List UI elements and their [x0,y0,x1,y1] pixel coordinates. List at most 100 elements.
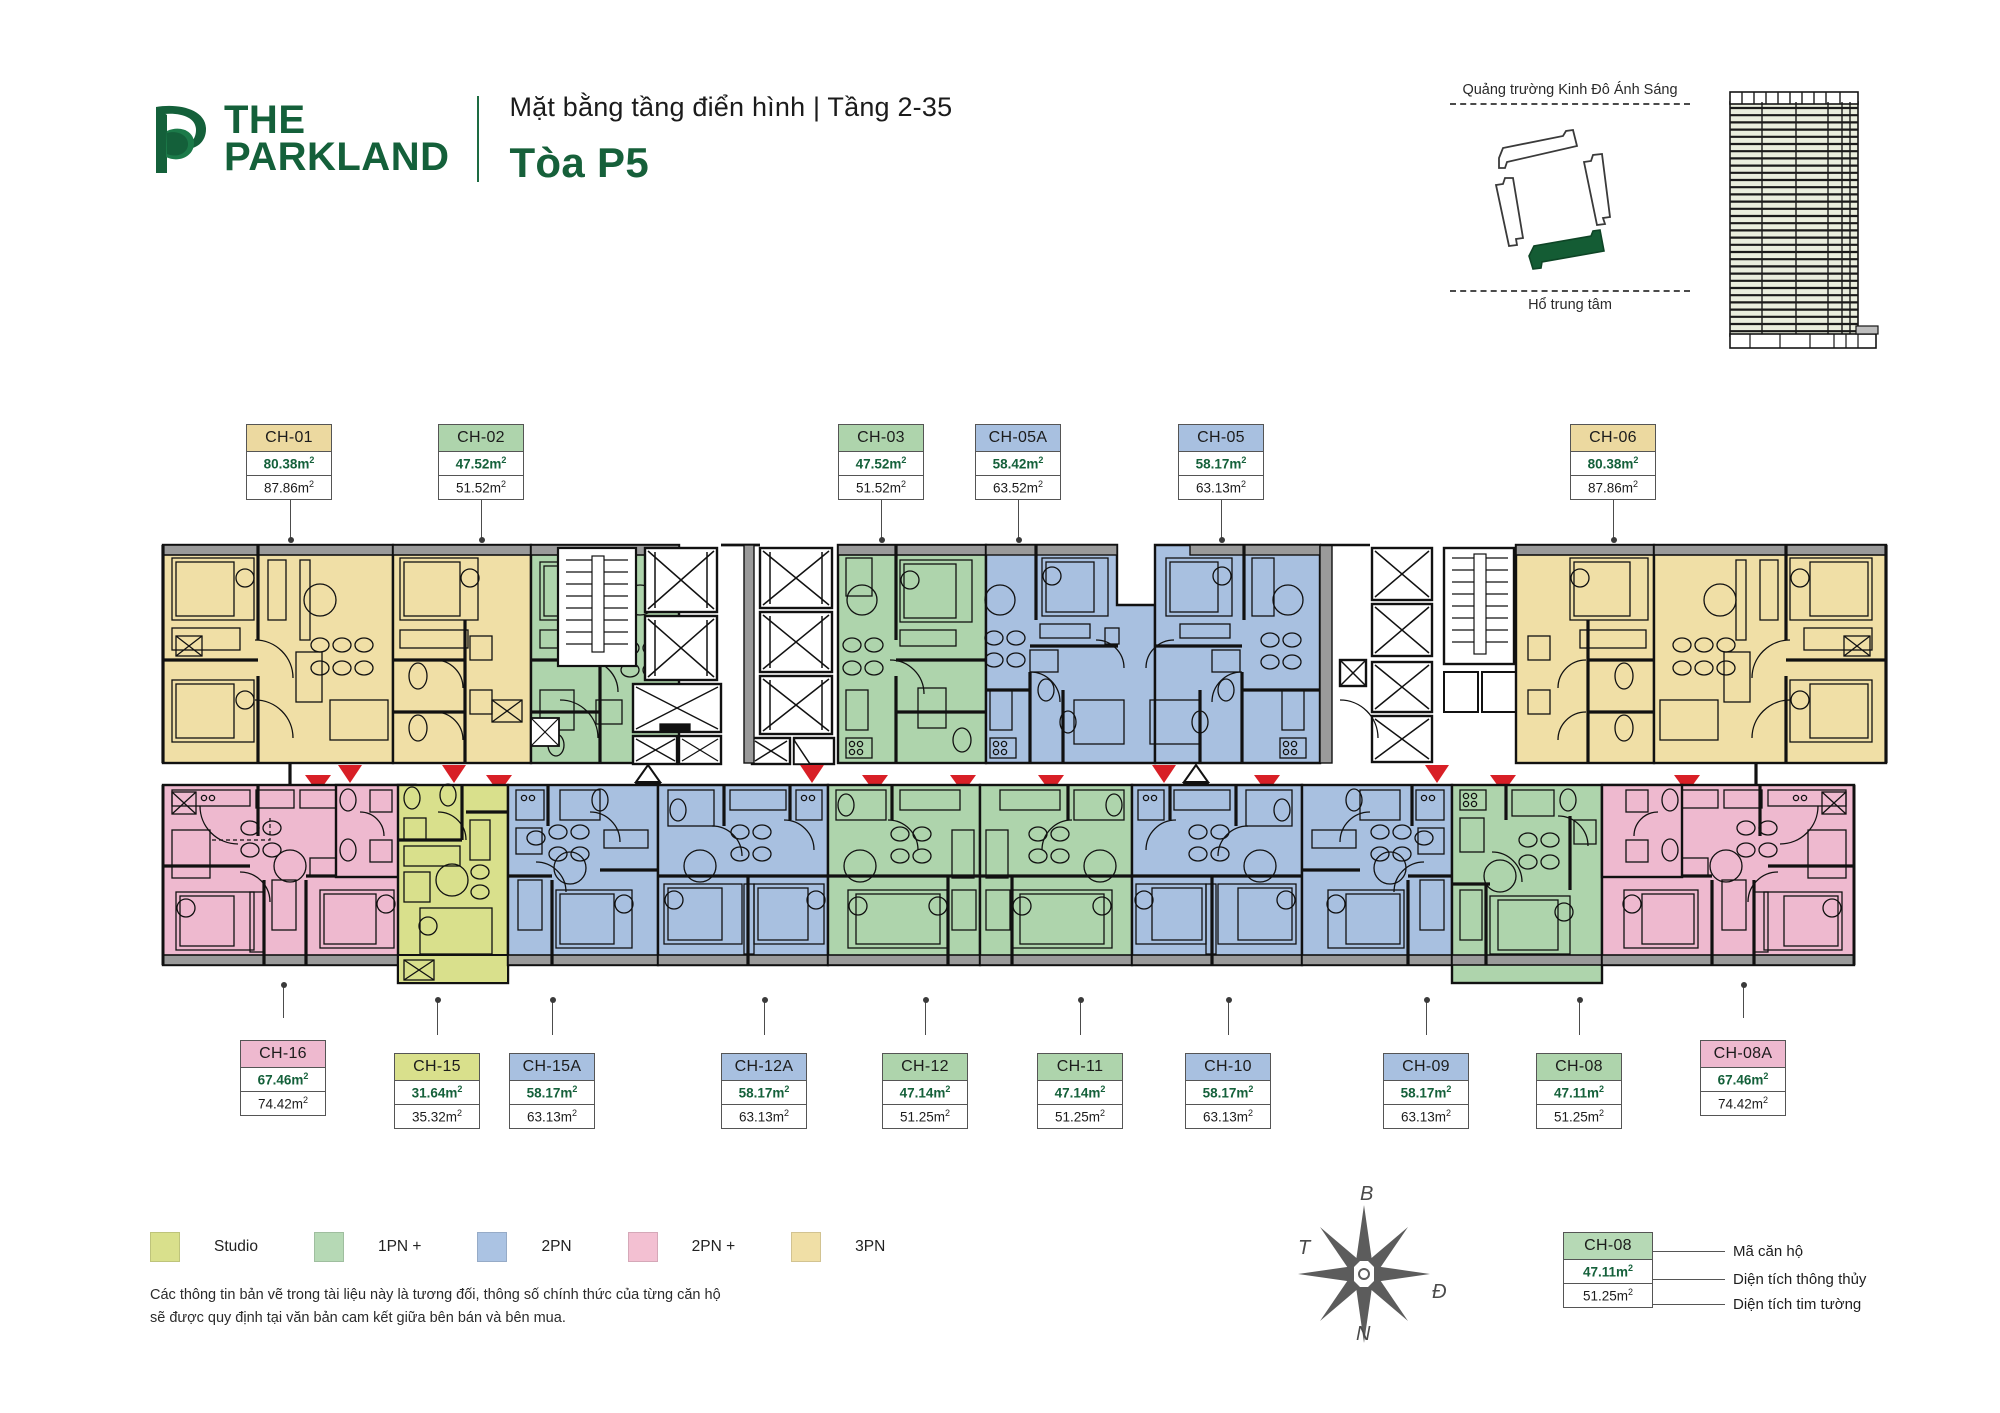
unit-leader-line [433,997,443,1035]
legend-swatch [627,1232,658,1262]
unit-leader-line [1076,997,1086,1035]
unit-plan-ch-06 [1514,543,1888,765]
tower-elevation-diagram [1729,91,1879,349]
unit-code: CH-05 [1179,425,1263,452]
unit-plan-ch-05a [984,543,1157,765]
unit-gross-area: 74.42m2 [241,1091,325,1115]
unit-plan-ch-01 [161,543,395,765]
unit-gross-area: 51.52m2 [839,475,923,499]
unit-plan-ch-08a-bath [1600,783,1684,879]
unit-plan-ch-11 [978,783,1134,967]
unit-gross-area: 63.13m2 [1179,475,1263,499]
key-sample-net: 47.11m2 [1564,1259,1652,1284]
key-sample-code: CH-08 [1564,1233,1652,1260]
unit-code: CH-15 [395,1054,479,1081]
unit-gross-area: 87.86m2 [1571,475,1655,499]
brand-line-1: THE [224,97,306,142]
legend-item-studio: Studio [150,1232,258,1262]
unit-gross-area: 51.25m2 [1537,1104,1621,1128]
unit-leader-line [877,490,887,543]
legend-swatch [477,1232,508,1262]
unit-leader-line [1609,490,1619,543]
unit-net-area: 47.11m2 [1537,1080,1621,1105]
unit-code: CH-06 [1571,425,1655,452]
upper-units-band [161,543,1888,766]
compass-label-south: N [1356,1323,1371,1345]
title-block: Mặt bằng tầng điển hình | Tầng 2-35 Tòa … [509,90,952,187]
unit-net-area: 47.14m2 [1038,1080,1122,1105]
unit-net-area: 58.17m2 [510,1080,594,1105]
unit-net-area: 31.64m2 [395,1080,479,1105]
compass-label-west: T [1298,1237,1311,1259]
compass-label-north: B [1360,1183,1374,1205]
site-block-c [1494,177,1525,247]
unit-leader-line [477,490,487,543]
unit-code: CH-09 [1384,1054,1468,1081]
unit-plan-ch-01-wing [391,543,533,765]
unit-net-area: 58.17m2 [722,1080,806,1105]
legend-label: 2PN + [691,1238,736,1255]
unit-leader-line [1575,997,1585,1035]
unit-plan-ch-15a [506,783,660,967]
key-leader-code [1653,1250,1725,1253]
unit-plan-ch-09 [1300,783,1454,967]
unit-code: CH-02 [439,425,523,452]
legend-item-2pn: 2PN [477,1232,572,1262]
unit-plan-ch-03 [836,543,988,765]
key-row-code: Mã căn hộ [1653,1243,1803,1260]
key-label-gross: Diện tích tim tường [1733,1296,1862,1313]
unit-gross-area: 51.25m2 [1038,1104,1122,1128]
unit-net-area: 47.52m2 [439,451,523,476]
page-header: THE PARKLAND Mặt bằng tầng điển hình | T… [150,90,952,187]
site-key-plan: Quảng trường Kinh Đô Ánh Sáng Hổ trung t… [1425,82,1715,352]
unit-net-area: 47.52m2 [839,451,923,476]
unit-code: CH-01 [247,425,331,452]
unit-net-area: 58.17m2 [1179,451,1263,476]
unit-plan-ch-05 [1145,543,1322,765]
unit-gross-area: 87.86m2 [247,475,331,499]
unit-gross-area: 63.52m2 [976,475,1060,499]
site-bottom-dashed-line [1450,290,1690,292]
page-subtitle: Mặt bằng tầng điển hình | Tầng 2-35 [509,92,953,122]
page-title: Tòa P5 [509,139,649,186]
callout-key-explanation: CH-08 47.11m2 51.25m2 Mã căn hộ Diện tíc… [1563,1232,1866,1313]
site-block-b [1582,153,1612,226]
unit-plan-ch-12 [826,783,982,967]
unit-leader-line [548,997,558,1035]
unit-code: CH-11 [1038,1054,1122,1081]
header-divider [477,95,480,182]
core-right-stack [1319,544,1517,764]
lower-units-band [161,783,1856,985]
unit-net-area: 47.14m2 [883,1080,967,1105]
site-bottom-label: Hổ trung tâm [1528,297,1612,313]
unit-leader-line [1422,997,1432,1035]
legend-swatch [791,1232,822,1262]
unit-leader-line [760,997,770,1035]
unit-code: CH-10 [1186,1054,1270,1081]
unit-code: CH-05A [976,425,1060,452]
legend-item-2pn: 2PN + [627,1232,736,1262]
unit-leader-line [1739,982,1749,1018]
key-sample-gross: 51.25m2 [1564,1283,1652,1307]
site-block-highlighted [1528,229,1605,270]
legend-label: Studio [214,1238,258,1255]
